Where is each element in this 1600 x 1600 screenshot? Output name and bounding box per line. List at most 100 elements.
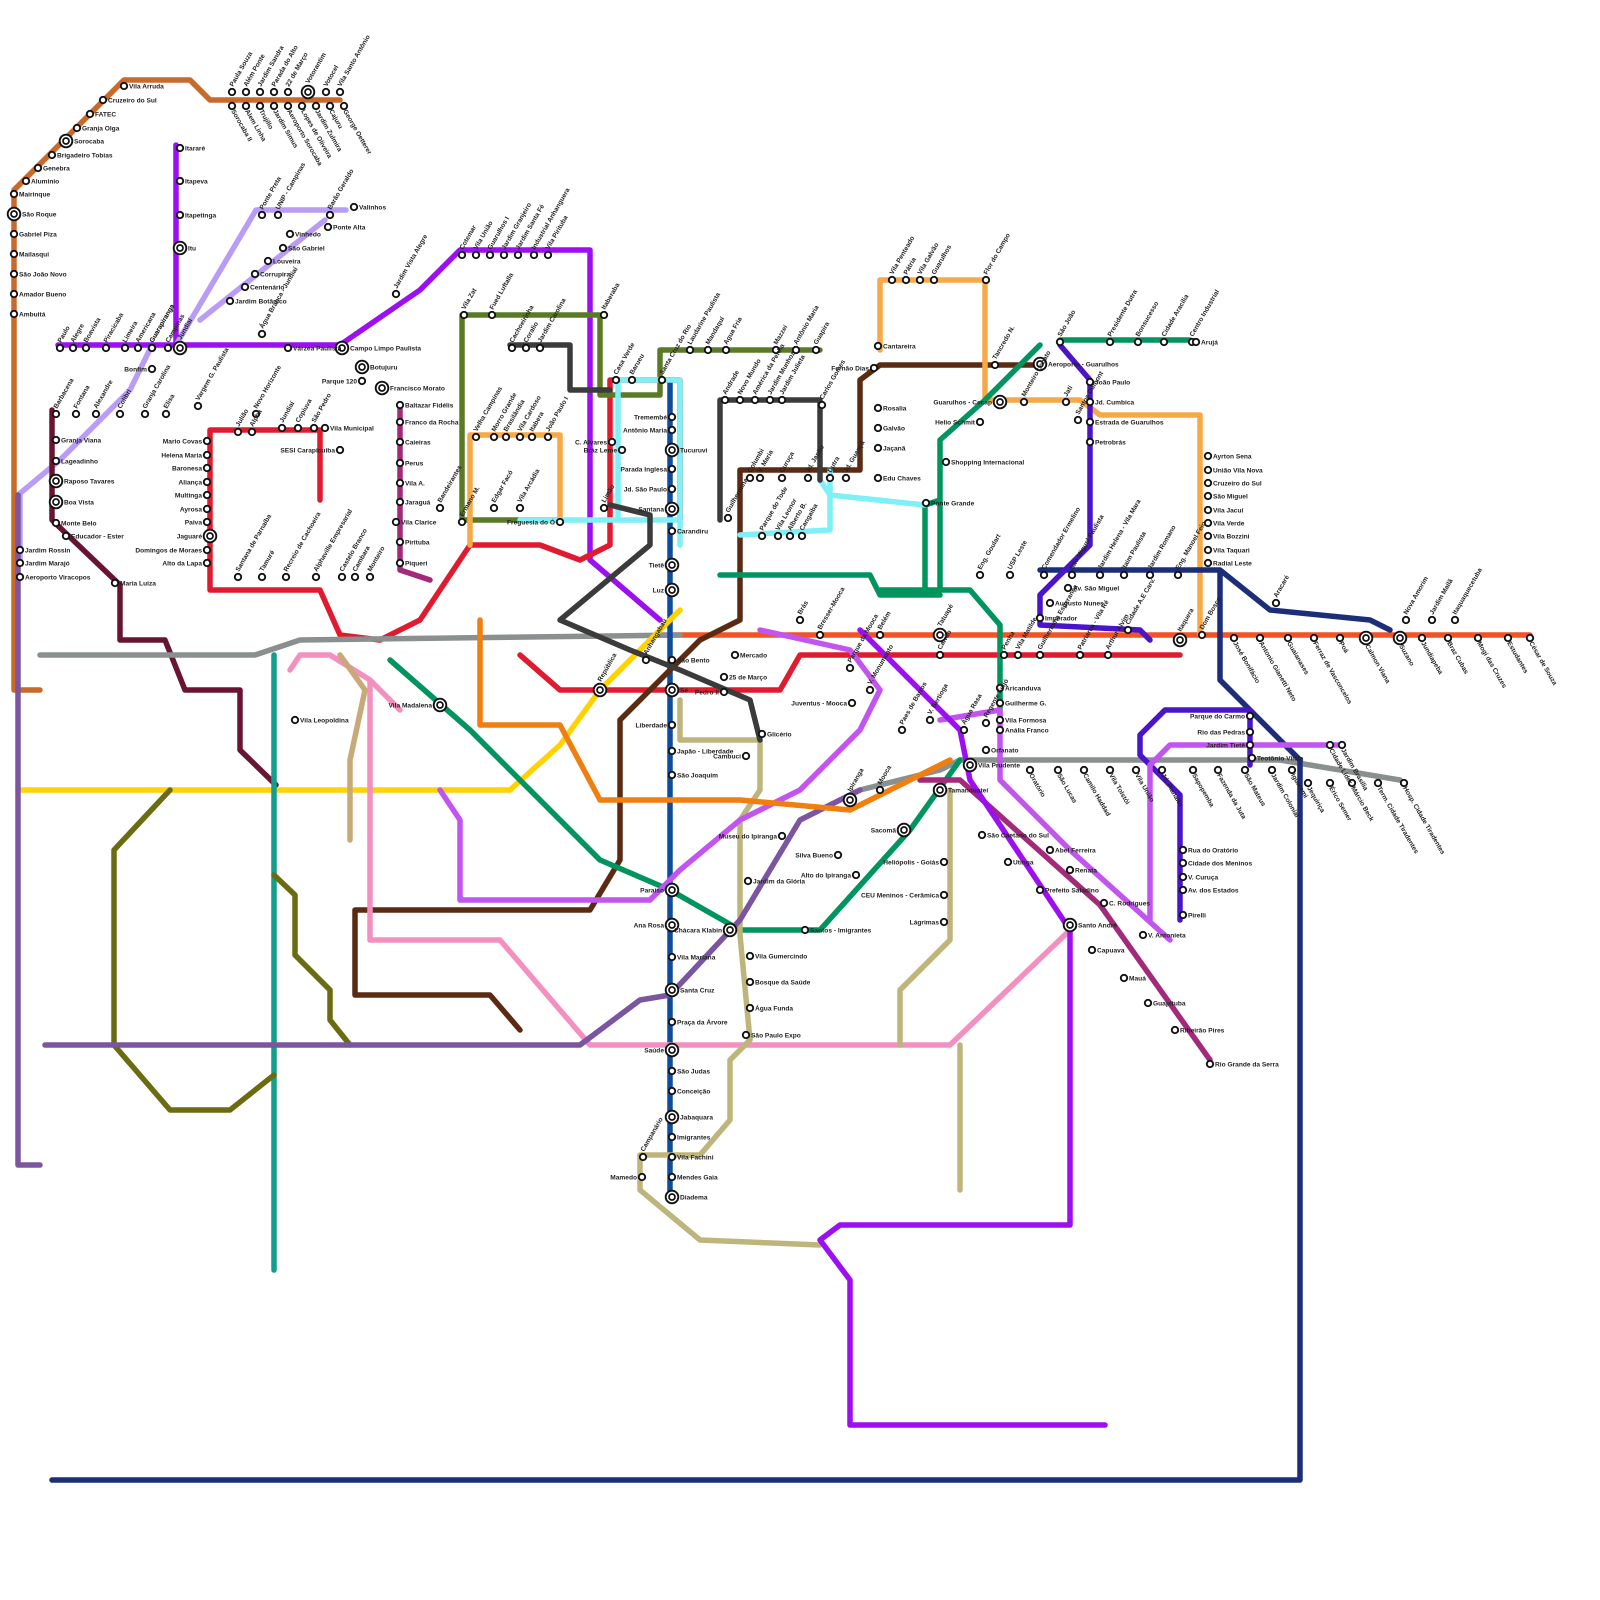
station[interactable]	[1087, 419, 1093, 425]
station[interactable]	[393, 519, 399, 525]
interchange-station[interactable]	[8, 208, 21, 221]
station[interactable]	[705, 347, 711, 353]
station[interactable]	[259, 574, 265, 580]
station[interactable]	[121, 83, 127, 89]
station[interactable]	[1205, 560, 1211, 566]
station[interactable]	[351, 204, 357, 210]
station[interactable]	[747, 979, 753, 985]
station[interactable]	[923, 500, 929, 506]
station[interactable]	[461, 312, 467, 318]
interchange-station[interactable]	[1174, 634, 1187, 647]
station[interactable]	[1121, 572, 1127, 578]
station[interactable]	[337, 447, 343, 453]
station[interactable]	[23, 178, 29, 184]
interchange-station[interactable]	[376, 382, 389, 395]
station[interactable]	[35, 165, 41, 171]
station[interactable]	[759, 731, 765, 737]
station[interactable]	[639, 1174, 645, 1180]
station[interactable]	[687, 347, 693, 353]
station[interactable]	[1205, 547, 1211, 553]
station[interactable]	[917, 277, 923, 283]
station[interactable]	[1069, 572, 1075, 578]
station[interactable]	[1247, 742, 1253, 748]
station[interactable]	[283, 574, 289, 580]
station[interactable]	[1205, 507, 1211, 513]
station[interactable]	[11, 271, 17, 277]
station[interactable]	[204, 452, 210, 458]
station[interactable]	[983, 720, 989, 726]
station[interactable]	[1199, 632, 1205, 638]
station[interactable]	[943, 459, 949, 465]
station[interactable]	[271, 89, 277, 95]
station[interactable]	[1047, 600, 1053, 606]
station[interactable]	[659, 377, 665, 383]
station[interactable]	[1067, 867, 1073, 873]
station[interactable]	[805, 475, 811, 481]
station[interactable]	[787, 533, 793, 539]
station[interactable]	[613, 377, 619, 383]
station[interactable]	[669, 954, 675, 960]
station[interactable]	[397, 402, 403, 408]
station[interactable]	[779, 475, 785, 481]
station[interactable]	[747, 1005, 753, 1011]
station[interactable]	[1121, 975, 1127, 981]
station[interactable]	[275, 212, 281, 218]
interchange-station[interactable]	[434, 699, 447, 712]
station[interactable]	[819, 402, 825, 408]
station[interactable]	[669, 486, 675, 492]
station[interactable]	[1077, 652, 1083, 658]
station[interactable]	[629, 377, 635, 383]
station[interactable]	[501, 252, 507, 258]
interchange-station[interactable]	[1360, 632, 1373, 645]
station[interactable]	[1180, 874, 1186, 880]
station[interactable]	[473, 252, 479, 258]
station[interactable]	[721, 689, 727, 695]
station[interactable]	[847, 665, 853, 671]
station[interactable]	[523, 345, 529, 351]
station[interactable]	[503, 434, 509, 440]
station[interactable]	[235, 429, 241, 435]
station[interactable]	[752, 397, 758, 403]
station[interactable]	[743, 753, 749, 759]
station[interactable]	[601, 505, 607, 511]
station[interactable]	[487, 252, 493, 258]
station[interactable]	[163, 411, 169, 417]
station[interactable]	[889, 277, 895, 283]
interchange-station[interactable]	[844, 794, 857, 807]
station[interactable]	[1205, 493, 1211, 499]
station[interactable]	[177, 145, 183, 151]
station[interactable]	[669, 1134, 675, 1140]
station[interactable]	[243, 89, 249, 95]
station[interactable]	[1125, 627, 1131, 633]
station[interactable]	[983, 747, 989, 753]
station[interactable]	[721, 674, 727, 680]
station[interactable]	[813, 347, 819, 353]
station[interactable]	[285, 345, 291, 351]
station[interactable]	[17, 560, 23, 566]
station[interactable]	[489, 312, 495, 318]
station[interactable]	[1247, 713, 1253, 719]
interchange-station[interactable]	[666, 584, 679, 597]
station[interactable]	[875, 445, 881, 451]
station[interactable]	[601, 312, 607, 318]
station[interactable]	[669, 528, 675, 534]
station[interactable]	[11, 291, 17, 297]
station[interactable]	[259, 212, 265, 218]
station[interactable]	[204, 438, 210, 444]
station[interactable]	[983, 277, 989, 283]
interchange-station[interactable]	[666, 444, 679, 457]
station[interactable]	[53, 411, 59, 417]
station[interactable]	[235, 574, 241, 580]
interchange-station[interactable]	[666, 984, 679, 997]
station[interactable]	[725, 515, 731, 521]
station[interactable]	[83, 345, 89, 351]
station[interactable]	[757, 475, 763, 481]
station[interactable]	[292, 717, 298, 723]
station[interactable]	[669, 748, 675, 754]
interchange-station[interactable]	[898, 824, 911, 837]
station[interactable]	[327, 212, 333, 218]
interchange-station[interactable]	[594, 684, 607, 697]
station[interactable]	[100, 97, 106, 103]
interchange-station[interactable]	[204, 530, 217, 543]
station[interactable]	[1180, 847, 1186, 853]
